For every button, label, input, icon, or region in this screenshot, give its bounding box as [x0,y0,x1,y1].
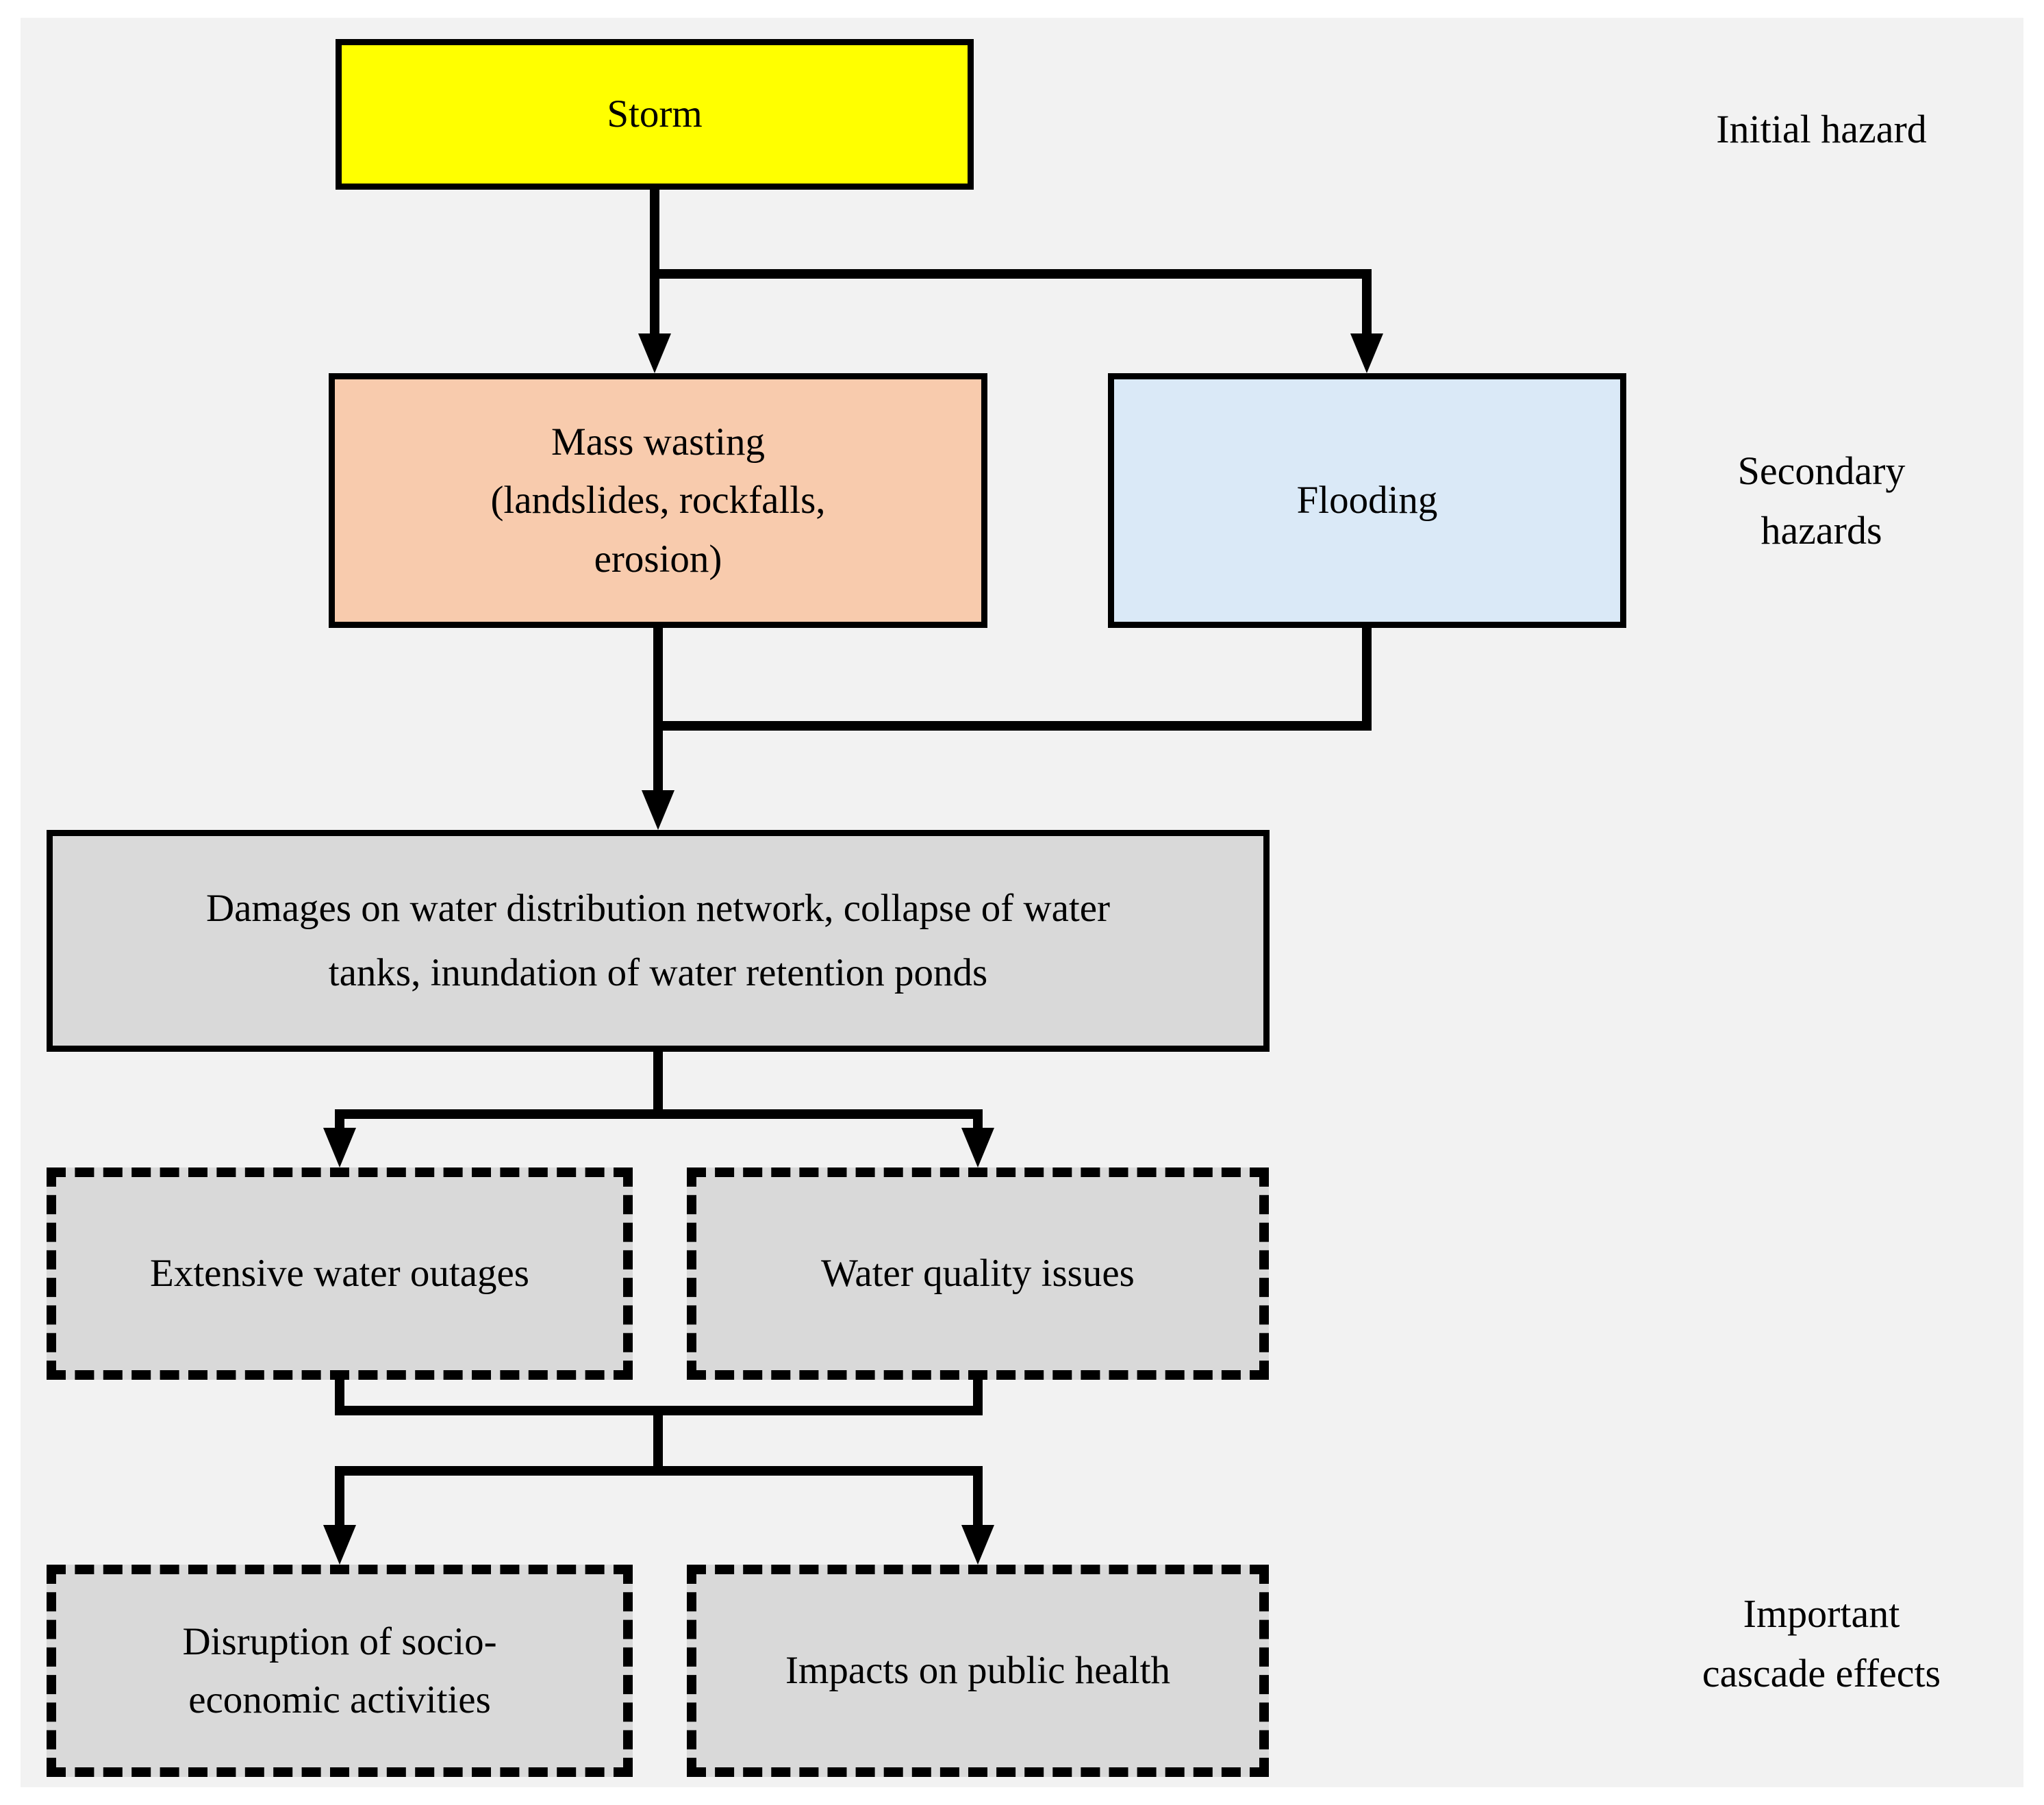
arrowhead-into-flooding-icon [1350,333,1383,373]
node-public-health: Impacts on public health [687,1565,1269,1777]
connector-mass-wasting-down [653,628,663,794]
node-storm-label: Storm [607,92,703,136]
connector-split-right-2 [973,1466,983,1529]
node-water-quality: Water quality issues [687,1167,1269,1380]
arrowhead-into-public-health-icon [961,1525,994,1565]
node-flooding-label: Flooding [1296,479,1438,522]
connector-storm-down [650,190,659,338]
arrowhead-into-damages-icon [642,790,674,830]
node-damages-label: Damages on water distribution network, c… [205,886,1111,994]
node-damages: Damages on water distribution network, c… [47,830,1270,1052]
connector-middle-down [653,1406,663,1476]
stage-label-secondary-hazards: Secondary hazards [1737,449,1906,553]
connector-flooding-merge [653,721,1372,731]
stage-label-initial-hazard: Initial hazard [1716,107,1927,151]
node-public-health-label: Impacts on public health [785,1649,1170,1693]
arrowhead-into-water-outages-icon [323,1128,356,1167]
arrowhead-into-water-quality-icon [961,1128,994,1167]
node-water-quality-label: Water quality issues [821,1252,1135,1296]
node-socio-economic-label: Disruption of socio- economic activities [182,1619,497,1722]
connector-split-bar-2 [335,1466,983,1476]
stage-label-cascade-effects: Important cascade effects [1702,1591,1941,1695]
arrowhead-into-socio-economic-icon [323,1525,356,1565]
connector-to-flooding [1362,269,1372,338]
node-mass-wasting: Mass wasting (landslides, rockfalls, ero… [329,373,987,628]
node-water-outages-label: Extensive water outages [150,1252,529,1296]
arrowhead-into-mass-wasting-icon [638,333,671,373]
connector-storm-branch [650,269,1372,279]
connector-damages-down [653,1052,663,1119]
node-water-outages: Extensive water outages [47,1167,633,1380]
node-flooding: Flooding [1108,373,1626,628]
connector-split-bar-1 [335,1109,983,1119]
connector-split-left-2 [335,1466,344,1529]
connector-flooding-down [1362,628,1372,731]
node-socio-economic: Disruption of socio- economic activities [47,1565,633,1777]
node-storm: Storm [336,39,974,190]
node-mass-wasting-label: Mass wasting (landslides, rockfalls, ero… [490,420,826,581]
